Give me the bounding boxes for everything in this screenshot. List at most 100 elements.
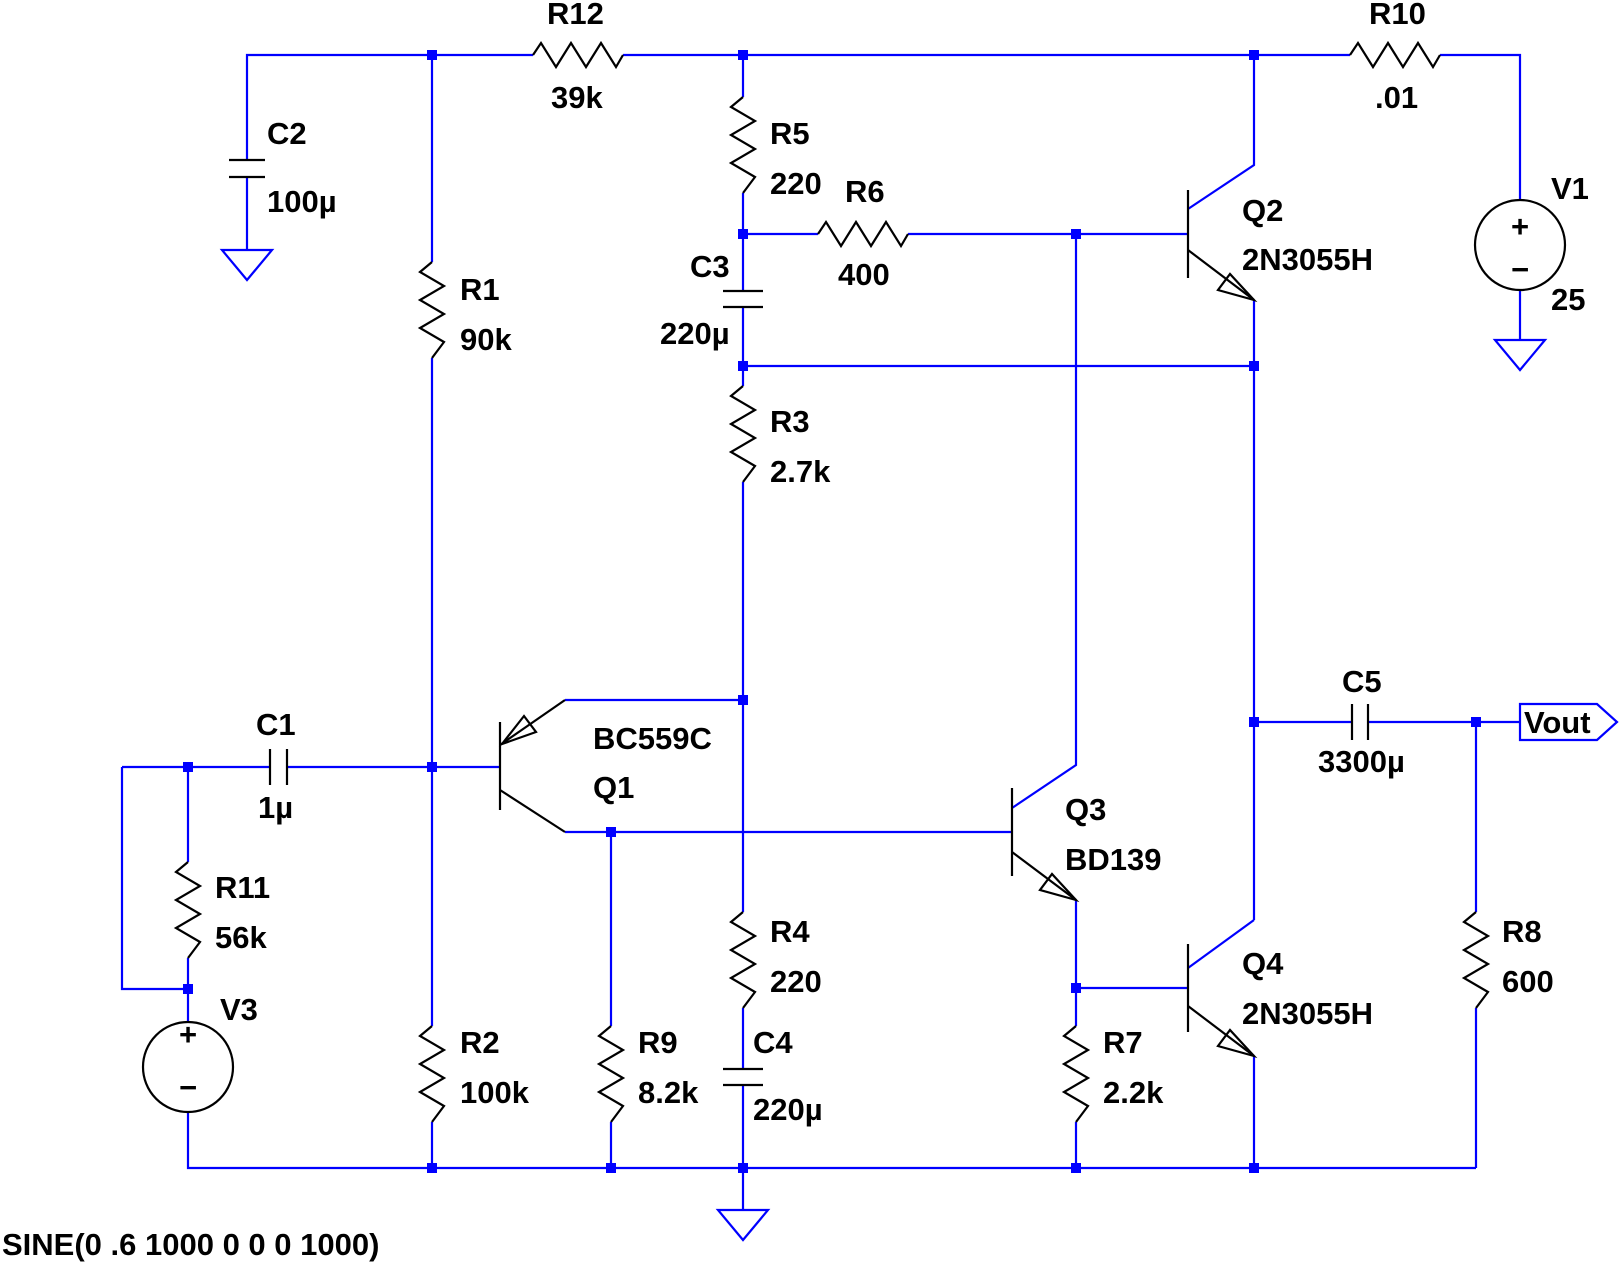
r3-ref: R3 <box>770 404 810 439</box>
junction-dot <box>1249 1163 1259 1173</box>
q4-value: 2N3055H <box>1242 996 1373 1031</box>
r1-ref: R1 <box>460 272 500 307</box>
junction-dot <box>1071 1163 1081 1173</box>
resistor-r3 <box>728 385 758 483</box>
r6-ref: R6 <box>845 174 885 209</box>
r10-ref: R10 <box>1369 0 1426 31</box>
r9-value: 8.2k <box>638 1075 699 1110</box>
q3-value: BD139 <box>1065 842 1162 877</box>
c5-value: 3300µ <box>1318 744 1405 779</box>
r12-value: 39k <box>551 80 603 115</box>
r10-value: .01 <box>1375 80 1418 115</box>
resistor-r5 <box>728 96 758 194</box>
resistor-r2 <box>417 1025 447 1123</box>
r11-value: 56k <box>215 920 267 955</box>
voltage-sources: + − + − <box>141 198 1567 1114</box>
r2-value: 100k <box>460 1075 530 1110</box>
r4-ref: R4 <box>770 914 810 949</box>
c4-ref: C4 <box>753 1025 793 1060</box>
junction-dot <box>606 827 616 837</box>
junction-dot <box>427 1163 437 1173</box>
r2-ref: R2 <box>460 1025 500 1060</box>
c2-ref: C2 <box>267 116 307 151</box>
component-labels: R12 39k R10 .01 C2 100µ R5 220 R6 400 Q2… <box>2 0 1589 1262</box>
resistor-r10 <box>1349 40 1441 70</box>
transistors <box>498 190 1258 1059</box>
resistor-r8 <box>1461 911 1491 1009</box>
q1-value: BC559C <box>593 721 712 756</box>
r5-value: 220 <box>770 166 822 201</box>
resistor-r11 <box>173 861 203 959</box>
c2-value: 100µ <box>267 184 337 219</box>
q4-ref: Q4 <box>1242 946 1284 981</box>
r11-ref: R11 <box>215 870 270 905</box>
junction-dot <box>738 50 748 60</box>
capacitor-c5 <box>1350 704 1370 740</box>
capacitor-c2 <box>229 158 265 179</box>
junction-dots <box>183 50 1481 1173</box>
r8-ref: R8 <box>1502 914 1542 949</box>
r7-value: 2.2k <box>1103 1075 1164 1110</box>
r9-ref: R9 <box>638 1025 678 1060</box>
voltage-source-v3: + − <box>141 1017 235 1114</box>
r5-ref: R5 <box>770 116 810 151</box>
junction-dot <box>606 1163 616 1173</box>
minus-icon: − <box>1511 252 1529 287</box>
c3-ref: C3 <box>690 249 730 284</box>
c1-ref: C1 <box>256 707 296 742</box>
r4-value: 220 <box>770 964 822 999</box>
v3-source-spec: SINE(0 .6 1000 0 0 0 1000) <box>2 1227 379 1262</box>
transistor-q3-npn <box>1010 788 1080 903</box>
v1-value: 25 <box>1551 282 1585 317</box>
resistor-r7 <box>1061 1025 1091 1123</box>
junction-dot <box>183 762 193 772</box>
capacitors <box>229 158 1370 1087</box>
r1-value: 90k <box>460 322 512 357</box>
junction-dot <box>738 1163 748 1173</box>
ground-icon <box>219 248 275 282</box>
ground-symbols <box>219 248 1548 1242</box>
junction-dot <box>183 984 193 994</box>
capacitor-c1 <box>268 749 289 785</box>
transistor-q2-npn <box>1186 190 1258 303</box>
q2-value: 2N3055H <box>1242 242 1373 277</box>
junction-dot <box>738 695 748 705</box>
ground-icon <box>1492 338 1548 372</box>
v3-ref: V3 <box>220 992 258 1027</box>
resistor-r9 <box>596 1025 626 1123</box>
vout-net-flag: Vout <box>1518 702 1619 742</box>
c5-ref: C5 <box>1342 664 1382 699</box>
junction-dot <box>1071 983 1081 993</box>
c4-value: 220µ <box>753 1092 823 1127</box>
c3-value: 220µ <box>660 316 730 351</box>
voltage-source-v1: + − <box>1473 198 1567 292</box>
junction-dot <box>1471 717 1481 727</box>
plus-icon: + <box>1511 209 1529 244</box>
resistor-r4 <box>728 911 758 1009</box>
capacitor-c3 <box>723 289 763 309</box>
c1-value: 1µ <box>258 790 293 825</box>
q2-ref: Q2 <box>1242 193 1283 228</box>
r6-value: 400 <box>838 257 890 292</box>
v1-ref: V1 <box>1551 171 1589 206</box>
resistor-r12 <box>532 40 624 70</box>
junction-dot <box>427 50 437 60</box>
r7-ref: R7 <box>1103 1025 1143 1060</box>
vout-label: Vout <box>1524 705 1591 740</box>
junction-dot <box>1249 717 1259 727</box>
q1-ref: Q1 <box>593 770 634 805</box>
transistor-q4-npn <box>1186 944 1258 1059</box>
r8-value: 600 <box>1502 964 1554 999</box>
ground-icon <box>715 1208 771 1242</box>
q3-ref: Q3 <box>1065 792 1106 827</box>
resistor-r6 <box>817 219 909 249</box>
junction-dot <box>1249 361 1259 371</box>
r12-ref: R12 <box>547 0 604 31</box>
resistor-r1 <box>417 261 447 359</box>
resistors <box>173 40 1491 1123</box>
junction-dot <box>1249 50 1259 60</box>
wires <box>120 53 1522 1210</box>
minus-icon: − <box>179 1070 197 1105</box>
capacitor-c4 <box>723 1067 763 1087</box>
